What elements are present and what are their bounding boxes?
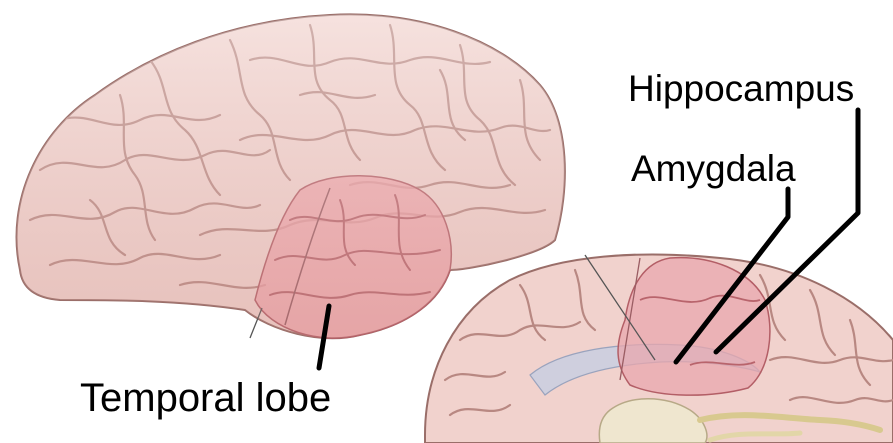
- lateral-brain-view: [17, 14, 565, 338]
- lateral-shading: [17, 14, 565, 338]
- amygdala-label: Amygdala: [631, 150, 796, 187]
- hippocampus-region: [618, 258, 770, 396]
- temporal-lobe-label: Temporal lobe: [80, 378, 331, 418]
- medial-brain-view: [425, 254, 893, 443]
- hippocampus-label: Hippocampus: [628, 70, 854, 107]
